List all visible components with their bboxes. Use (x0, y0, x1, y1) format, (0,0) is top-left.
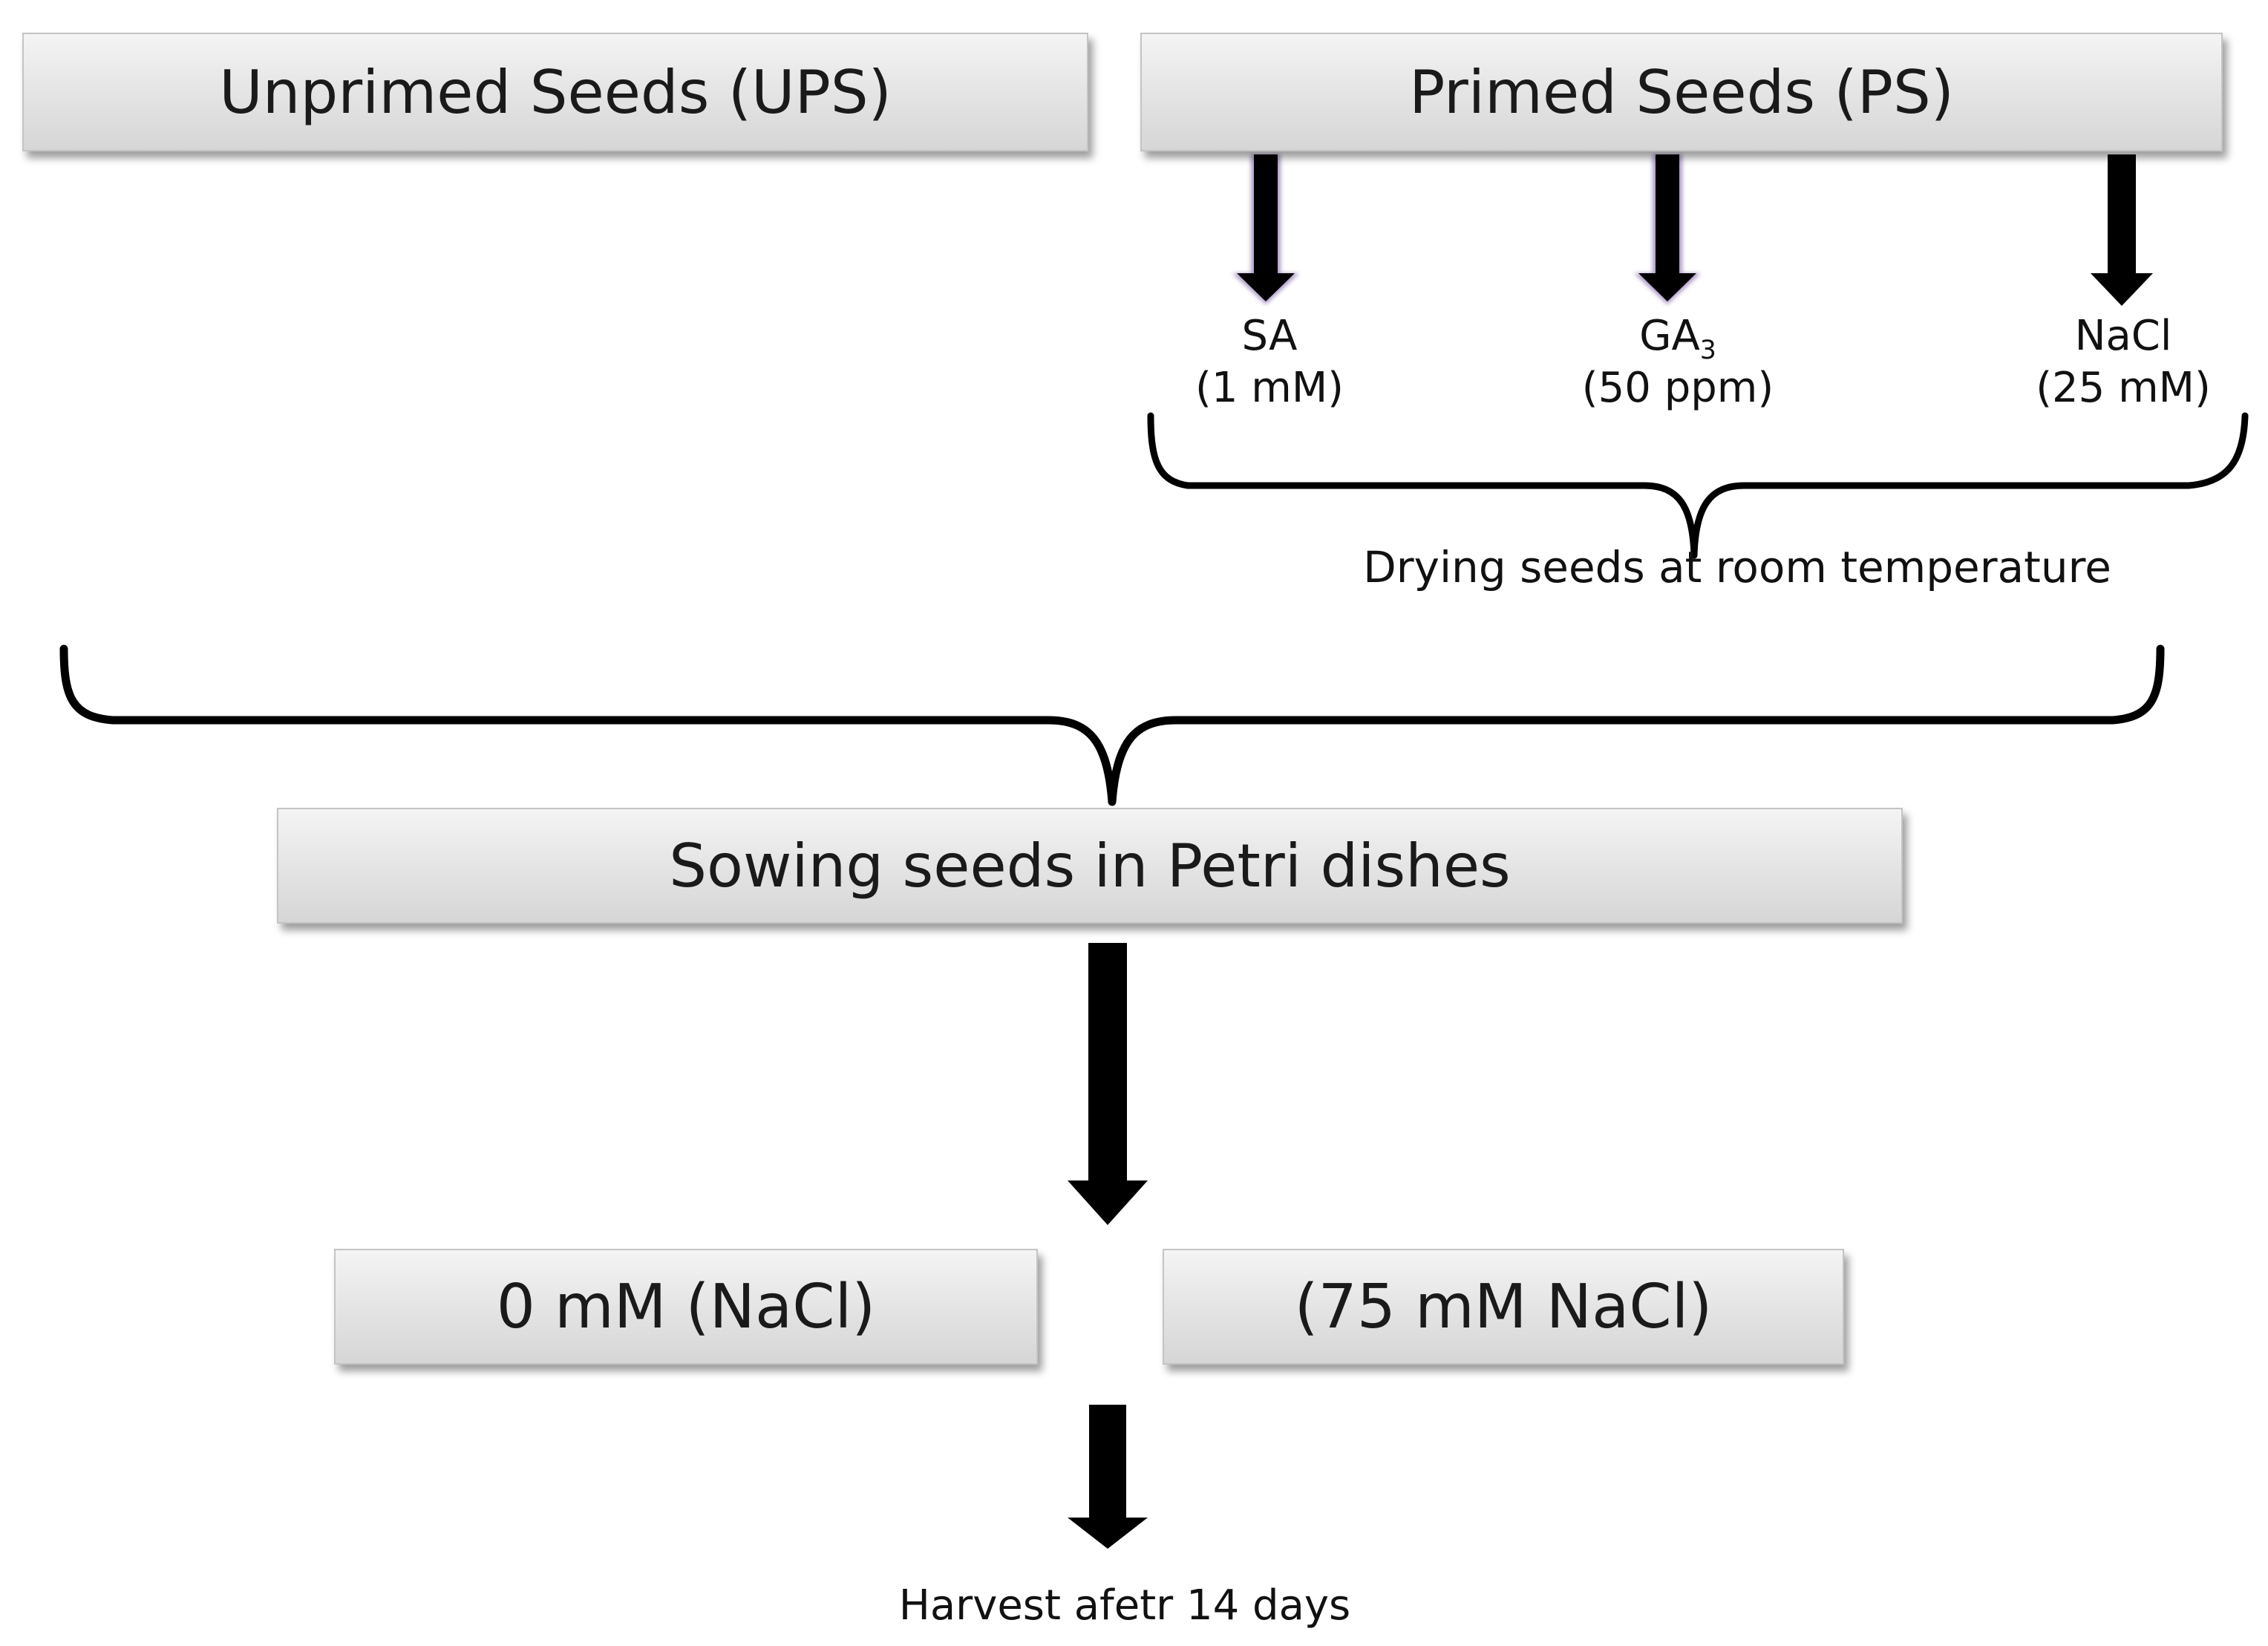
priming-agent-ga3: GA3 (50 ppm) (1544, 310, 1811, 414)
sowing-box: Sowing seeds in Petri dishes (277, 808, 1903, 924)
agent-dose: (50 ppm) (1581, 364, 1774, 412)
unprimed-seeds-label: Unprimed Seeds (UPS) (219, 57, 892, 127)
priming-agent-nacl: NaCl (25 mM) (1997, 310, 2249, 414)
control-treatment-box: 0 mM (NaCl) (334, 1249, 1038, 1365)
agent-name: SA (1241, 312, 1298, 360)
salt-treatment-label: (75 mM NaCl) (1294, 1271, 1713, 1342)
agent-name: NaCl (2074, 312, 2172, 360)
control-treatment-label: 0 mM (NaCl) (496, 1271, 876, 1342)
agent-dose: (25 mM) (2036, 364, 2211, 412)
harvest-step-label: Harvest afetr 14 days (898, 1581, 1351, 1630)
sowing-brace (59, 644, 2165, 806)
arrow-to-treatments (1068, 943, 1148, 1225)
priming-agent-sa: SA (1 mM) (1143, 310, 1396, 414)
arrow-to-sa (1232, 154, 1299, 304)
unprimed-seeds-box: Unprimed Seeds (UPS) (22, 33, 1088, 151)
arrow-to-nacl (2091, 154, 2153, 306)
agent-dose: (1 mM) (1195, 364, 1344, 412)
sowing-label: Sowing seeds in Petri dishes (669, 831, 1511, 901)
drying-step-label: Drying seeds at room temperature (1363, 542, 2111, 592)
agent-name-subscript: 3 (1699, 336, 1716, 366)
agent-name-base: GA (1639, 312, 1700, 360)
arrow-to-ga3 (1634, 154, 1701, 304)
primed-seeds-box: Primed Seeds (PS) (1140, 33, 2223, 151)
drying-brace (1147, 412, 2249, 559)
primed-seeds-label: Primed Seeds (PS) (1409, 57, 1954, 127)
agent-name: GA3 (1544, 310, 1811, 366)
arrow-to-harvest (1068, 1405, 1148, 1549)
salt-treatment-box: (75 mM NaCl) (1163, 1249, 1844, 1365)
